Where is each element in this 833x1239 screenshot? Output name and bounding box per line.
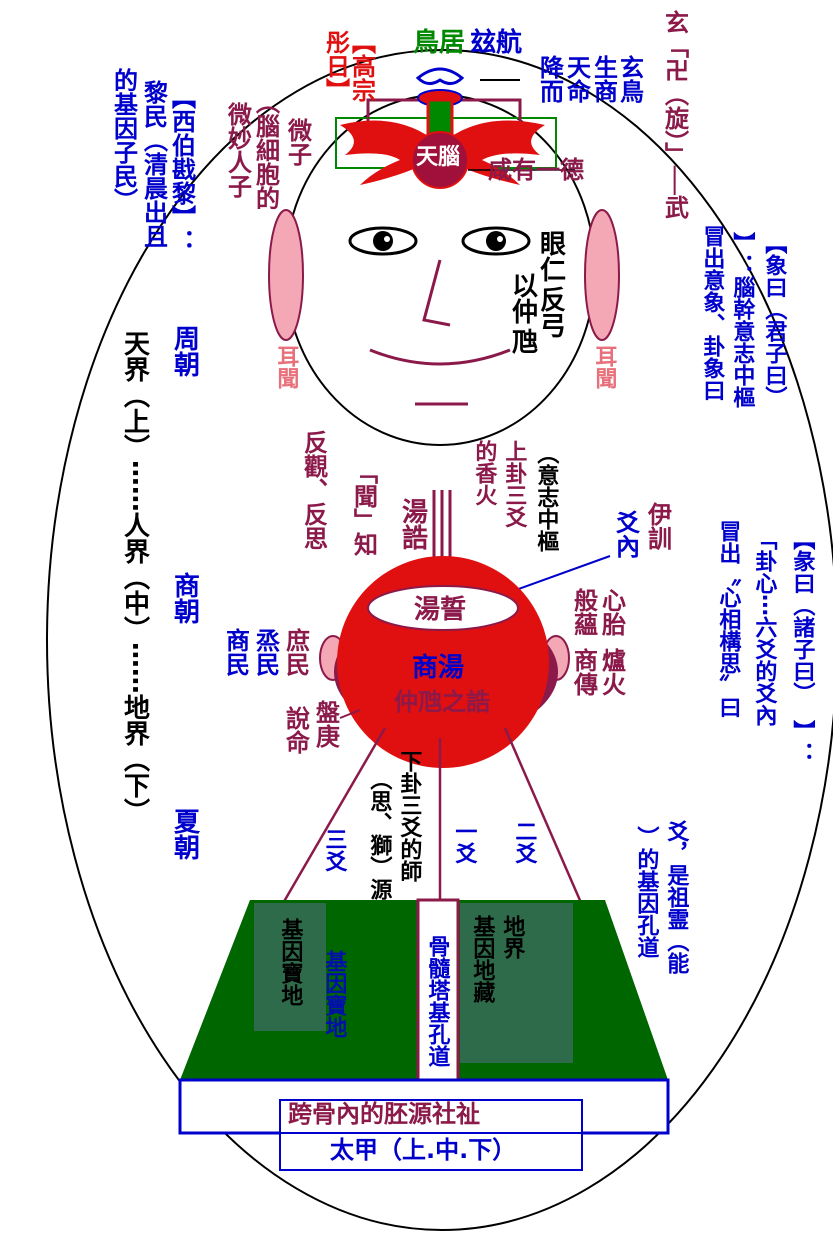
shang-tang-label: 商湯	[412, 653, 465, 683]
nose	[422, 259, 451, 327]
marrow-channel-label: 骨髓塔基孔道	[424, 935, 450, 1067]
xin-xiang-label: 冒出〝心相構思〞曰	[715, 520, 741, 718]
shang-min-label: 商民	[221, 628, 250, 676]
realm-column: 天界（上）⋯⋯人界（中）⋯⋯地界（下）	[119, 330, 150, 824]
yao-lines	[280, 727, 584, 906]
tian-ming-label: 天命	[562, 55, 591, 103]
xia-gua-label: 下卦三爻的師	[396, 750, 422, 882]
mouth	[369, 348, 511, 366]
gao-zong-label: 【高宗	[347, 30, 376, 102]
bird-icon	[415, 67, 465, 107]
xiang-yue-2-label: 【彖曰（諸子曰）	[789, 528, 815, 704]
outer-oval	[46, 49, 833, 1231]
yi-zhong-label: 以仲	[507, 272, 538, 324]
gua-xin-label: 「卦心⋯六爻的爻內	[751, 528, 777, 726]
left-eye	[348, 226, 418, 256]
pelvis-label: 跨骨內的胚源社祉	[288, 1100, 480, 1128]
san-yao-label: 三爻	[321, 828, 347, 872]
shang-chuan-label: 商傳	[569, 648, 598, 696]
right-eye	[461, 226, 531, 256]
pan-yun-label: 般蘊	[569, 588, 598, 636]
shu-min-label: 庶民	[281, 628, 310, 676]
earth-realm-label: 地界	[499, 915, 525, 959]
tang-gao-label: 湯誥	[397, 498, 428, 550]
gene-land-label: 基因寶地	[277, 918, 303, 1006]
marrow-channel	[416, 898, 460, 1084]
xiang-yue-1-label: 【象曰（君子曰）	[761, 232, 787, 408]
zheng-min-label: 烝民	[251, 628, 280, 676]
yao-shi-label: 爻，是祖霊（能	[663, 820, 689, 974]
heart-opening	[367, 585, 519, 631]
tian-nao-label: 天腦	[416, 145, 461, 170]
fan-guan-label: 反觀、反思	[299, 430, 328, 550]
wei-zi-label: 微子	[283, 118, 312, 166]
jiang-er-label: 降而	[535, 55, 564, 103]
shang-dynasty-label: 商朝	[169, 572, 200, 624]
xuan-swastika-label: 玄「卍（旋）」──武	[660, 10, 689, 219]
rong-ri-label: 彤日】	[321, 30, 350, 102]
xian-you-yi-de-label: 咸有一德	[488, 156, 584, 184]
bird-residence-label: 鳥居	[413, 28, 466, 58]
tian-nao-circle	[411, 131, 469, 189]
yi-xun-label: 伊訓	[643, 502, 672, 550]
brain-cells-label: （腦細胞的	[251, 90, 280, 210]
brain-stem	[426, 98, 454, 137]
limin-label: 黎民（清晨出且	[139, 80, 168, 248]
si-shi-label: （思、獅）源	[366, 768, 392, 900]
xin-tai-label: 心胎	[597, 588, 626, 636]
right-ear-label: 耳聞	[591, 345, 617, 389]
tai-jia-label: 太甲（上.中.下）	[330, 1136, 517, 1164]
hui-label: 虺	[507, 328, 538, 354]
left-ear-label: 耳聞	[273, 345, 299, 389]
gene-storage-box	[460, 903, 573, 1063]
er-yao-label: 二爻	[511, 820, 537, 864]
left-ear	[268, 209, 304, 341]
gene-land-faint-label: 基因寶地	[321, 950, 347, 1038]
yi-yao-label: 一爻	[451, 820, 477, 864]
nao-gan-label: 】：腦幹意志中樞	[729, 232, 755, 408]
gene-hole-label: ）的基因孔道	[633, 826, 659, 958]
lu-huo-label: 爐火	[597, 648, 626, 696]
tang-shi-label: 湯誓	[414, 595, 467, 625]
tai-jia-box	[279, 1132, 583, 1171]
xibo-label: 【西伯戡黎】：	[167, 85, 196, 253]
xuan-niao-label: 玄鳥	[615, 55, 644, 103]
mao-chu-label: 冒出意象、卦象曰	[699, 225, 725, 401]
zhong-hui-label: 仲虺之誥	[394, 688, 490, 716]
zi-hang-label: 玆航	[470, 28, 523, 58]
zhou-dynasty-label: 周朝	[169, 325, 200, 377]
shuo-ming-label: 說命	[281, 706, 310, 754]
wen-zhi-label: 「聞」知	[349, 460, 378, 556]
gene-people-label: 的基因子民）	[109, 68, 138, 212]
colon-label: 】：	[789, 720, 815, 764]
xiang-huo-label: 的香火	[471, 440, 497, 506]
pelvis-inner-box	[279, 1099, 583, 1134]
sheng-shang-label: 生商	[589, 55, 618, 103]
left-wing	[340, 120, 440, 185]
pan-geng-line	[339, 709, 361, 719]
yao-nei-label: 爻內	[611, 510, 640, 558]
shang-gua-label: 上卦三爻	[501, 440, 527, 528]
right-ear	[584, 209, 620, 341]
fan-gong-label: 反弓	[535, 286, 566, 338]
gene-land-box	[254, 903, 326, 1031]
xia-dynasty-label: 夏朝	[169, 808, 200, 860]
wei-miao-ren-zi-label: 微妙人子	[223, 102, 252, 198]
yan-ren-label: 眼仁	[535, 230, 566, 282]
yi-zhi-label: （意志中樞	[533, 442, 559, 552]
gene-storage-label: 基因地藏	[469, 915, 495, 1003]
pan-geng-label: 盤庚	[311, 700, 340, 748]
